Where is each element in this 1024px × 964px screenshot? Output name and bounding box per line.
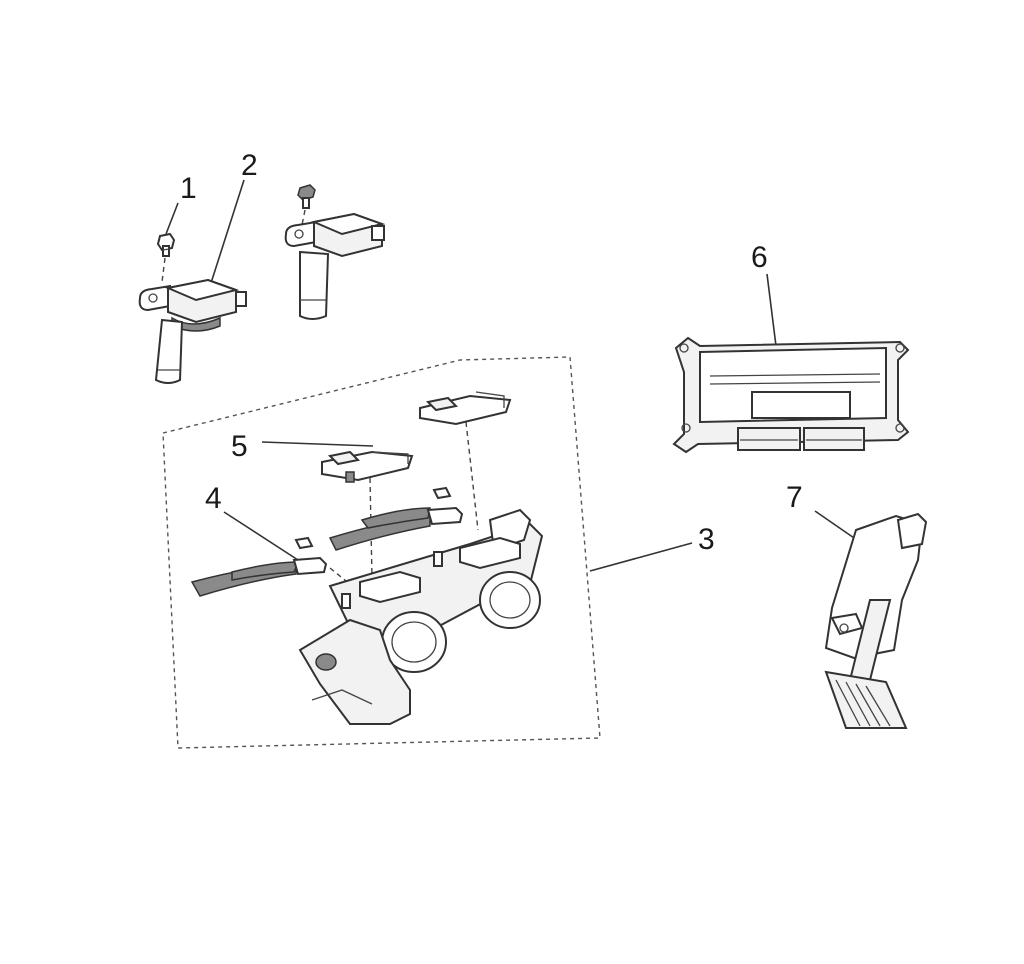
leader-line-3 [589, 542, 693, 572]
callout-7: 7 [786, 481, 803, 514]
sensor-with-harness-upper [328, 486, 464, 551]
map-sensor-right [419, 391, 512, 531]
leader-line-2 [210, 179, 245, 284]
callout-2: 2 [241, 149, 258, 182]
accelerator-pedal [824, 512, 928, 729]
leader-line-4 [223, 511, 299, 561]
map-sensor-left [321, 450, 414, 579]
leader-line-5 [261, 441, 374, 447]
engine-control-module [672, 336, 910, 454]
leader-line-1 [165, 202, 179, 235]
throttle-body [298, 508, 544, 725]
callout-3: 3 [698, 523, 715, 556]
throttle-assembly-boundary [162, 356, 601, 749]
bolt-left [156, 232, 176, 283]
callout-6: 6 [751, 241, 768, 274]
bolt-right [297, 184, 316, 226]
callout-4: 4 [205, 482, 222, 515]
leader-line-6 [766, 273, 777, 347]
callout-1: 1 [180, 172, 197, 205]
ignition-coil-left [138, 278, 247, 384]
ignition-coil-right [284, 212, 386, 320]
leader-line-7 [814, 510, 858, 541]
callout-5: 5 [231, 430, 248, 463]
